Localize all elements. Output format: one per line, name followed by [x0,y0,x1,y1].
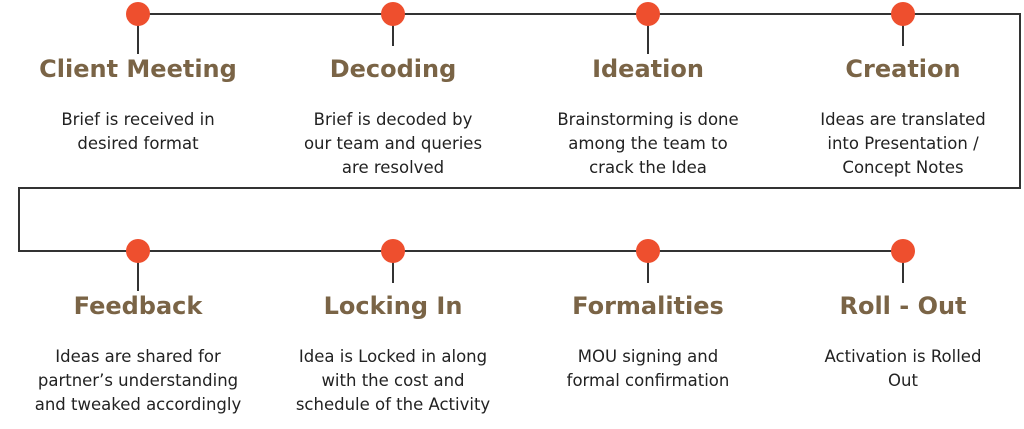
step-title: Locking In [323,292,463,320]
step-description: Brief is received in desired format [10,108,266,156]
description-line: into Presentation / [827,134,979,153]
step-feedback: Feedback Ideas are shared for partner’s … [10,291,266,417]
step-title: Ideation [592,55,704,83]
step-client-meeting: Client Meeting Brief is received in desi… [10,54,266,156]
step-title: Decoding [329,55,457,83]
step-decoding: Decoding Brief is decoded by our team an… [265,54,521,180]
description-line: Brief is decoded by [313,110,473,129]
description-line: Out [888,371,918,390]
description-line: Concept Notes [842,158,964,177]
description-line: desired format [77,134,199,153]
description-line: partner’s understanding [37,371,239,390]
node-6 [381,239,405,263]
step-ideation: Ideation Brainstorming is done among the… [520,54,776,180]
description-line: crack the Idea [589,158,707,177]
step-title: Roll - Out [839,292,967,320]
description-line: with the cost and [321,371,465,390]
description-line: Ideas are shared for [55,347,221,366]
node-8 [891,239,915,263]
node-5 [126,239,150,263]
description-line: Brief is received in [61,110,215,129]
description-line: MOU signing and [577,347,719,366]
step-description: Activation is Rolled Out [775,345,1024,393]
node-7 [636,239,660,263]
step-title: Formalities [572,292,724,320]
step-creation: Creation Ideas are translated into Prese… [775,54,1024,180]
step-description: Ideas are shared for partner’s understan… [10,345,266,417]
node-4 [891,2,915,26]
step-description: Ideas are translated into Presentation /… [775,108,1024,180]
step-locking-in: Locking In Idea is Locked in along with … [265,291,521,417]
description-line: and tweaked accordingly [34,395,242,414]
step-formalities: Formalities MOU signing and formal confi… [520,291,776,393]
node-2 [381,2,405,26]
step-description: Brainstorming is done among the team to … [520,108,776,180]
description-line: Brainstorming is done [557,110,739,129]
node-1 [126,2,150,26]
nodes [126,2,915,263]
step-description: MOU signing and formal confirmation [520,345,776,393]
node-3 [636,2,660,26]
step-title: Feedback [73,292,203,320]
step-title: Creation [845,55,961,83]
description-line: formal confirmation [566,371,730,390]
description-line: our team and queries [303,134,483,153]
description-line: schedule of the Activity [295,395,491,414]
step-description: Brief is decoded by our team and queries… [265,108,521,180]
step-description: Idea is Locked in along with the cost an… [265,345,521,417]
description-line: are resolved [341,158,445,177]
step-roll-out: Roll - Out Activation is Rolled Out [775,291,1024,393]
flow-connector [18,13,1021,252]
description-line: Ideas are translated [820,110,986,129]
description-line: among the team to [568,134,728,153]
description-line: Idea is Locked in along [298,347,488,366]
description-line: Activation is Rolled [824,347,982,366]
step-title: Client Meeting [39,55,237,83]
